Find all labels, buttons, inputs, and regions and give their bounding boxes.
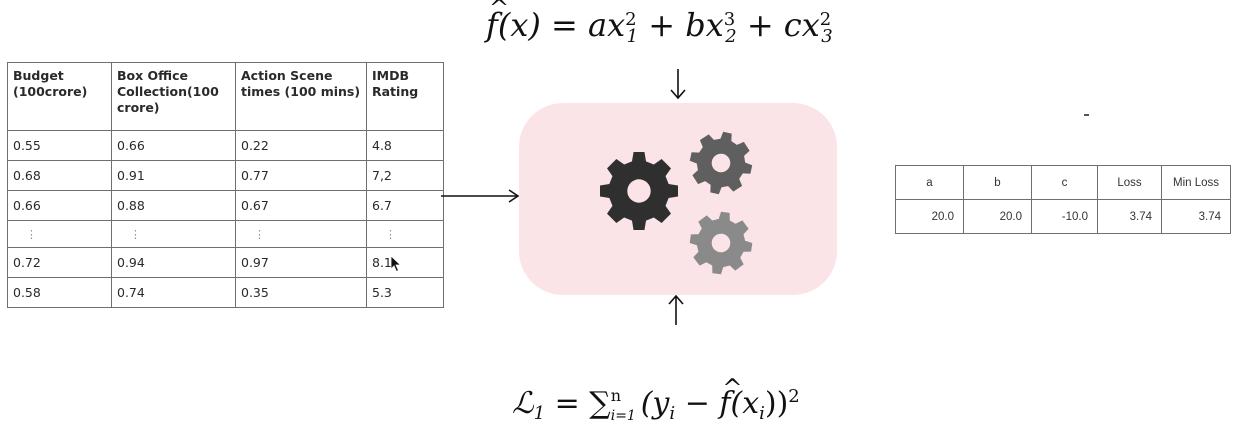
- table-row: 0.68 0.91 0.77 7,2: [7, 160, 444, 191]
- table-cell: 0.94: [111, 247, 236, 278]
- value-a: 20.0: [895, 199, 964, 234]
- up-arrow-icon: [668, 294, 684, 325]
- table-cell: ⋮: [366, 220, 444, 248]
- table-cell: 4.8: [366, 130, 444, 161]
- table-row: 0.58 0.74 0.35 5.3: [7, 277, 444, 308]
- table-cell: 0.66: [111, 130, 236, 161]
- table-row: 0.66 0.88 0.67 6.7: [7, 190, 444, 221]
- model-formula: f(x) = ax21 + bx32 + cx23: [486, 0, 833, 47]
- stray-mark: [1084, 114, 1089, 116]
- table-cell: 0.72: [7, 247, 112, 278]
- table-cell: 0.97: [235, 247, 367, 278]
- table-cell: 0.74: [111, 277, 236, 308]
- table-row: 0.55 0.66 0.22 4.8: [7, 130, 444, 161]
- value-loss: 3.74: [1097, 199, 1162, 234]
- table-cell: 0.91: [111, 160, 236, 191]
- table-cell: ⋮: [235, 220, 367, 248]
- header-c: c: [1031, 165, 1098, 200]
- table-cell: 0.66: [7, 190, 112, 221]
- table-cell: 0.68: [7, 160, 112, 191]
- table-cell: 0.88: [111, 190, 236, 221]
- value-c: -10.0: [1031, 199, 1098, 234]
- value-b: 20.0: [963, 199, 1032, 234]
- table-cell: 0.77: [235, 160, 367, 191]
- table-cell: 0.67: [235, 190, 367, 221]
- table-cell: 0.55: [7, 130, 112, 161]
- mouse-pointer-icon: [390, 255, 402, 273]
- header-loss: Loss: [1097, 165, 1162, 200]
- table-cell: 7,2: [366, 160, 444, 191]
- header-b: b: [963, 165, 1032, 200]
- parameter-table: a b c Loss Min Loss 20.0 20.0 -10.0 3.74…: [895, 165, 1231, 234]
- gears-icon: [600, 126, 758, 279]
- table-cell: ⋮: [7, 220, 112, 248]
- table-ellipsis-row: ⋮ ⋮ ⋮ ⋮: [7, 220, 444, 248]
- table-cell: 6.7: [366, 190, 444, 221]
- table-header-row: Budget (100crore) Box Office Collection(…: [7, 62, 444, 131]
- loss-formula: ℒ1 = ∑ni=1(yi − f(xi))2: [512, 374, 800, 424]
- header-imdb: IMDB Rating: [366, 62, 444, 131]
- header-box-office: Box Office Collection(100 crore): [111, 62, 236, 131]
- header-min-loss: Min Loss: [1161, 165, 1231, 200]
- down-arrow-icon: [670, 69, 686, 100]
- model-engine-box: [519, 103, 837, 295]
- header-a: a: [895, 165, 964, 200]
- table-cell: ⋮: [111, 220, 236, 248]
- movie-data-table: Budget (100crore) Box Office Collection(…: [7, 62, 444, 308]
- f-hat: f(x): [486, 0, 541, 44]
- header-budget: Budget (100crore): [7, 62, 112, 131]
- table-cell: 0.35: [235, 277, 367, 308]
- header-action-scene: Action Scene times (100 mins): [235, 62, 367, 131]
- table-row: 20.0 20.0 -10.0 3.74 3.74: [895, 199, 1231, 234]
- right-arrow-icon: [441, 189, 520, 203]
- table-cell: 0.22: [235, 130, 367, 161]
- table-cell: 5.3: [366, 277, 444, 308]
- table-cell: 0.58: [7, 277, 112, 308]
- table-row: 0.72 0.94 0.97 8.1: [7, 247, 444, 278]
- value-min-loss: 3.74: [1161, 199, 1231, 234]
- table-cell: 8.1: [366, 247, 444, 278]
- table-header-row: a b c Loss Min Loss: [895, 165, 1231, 200]
